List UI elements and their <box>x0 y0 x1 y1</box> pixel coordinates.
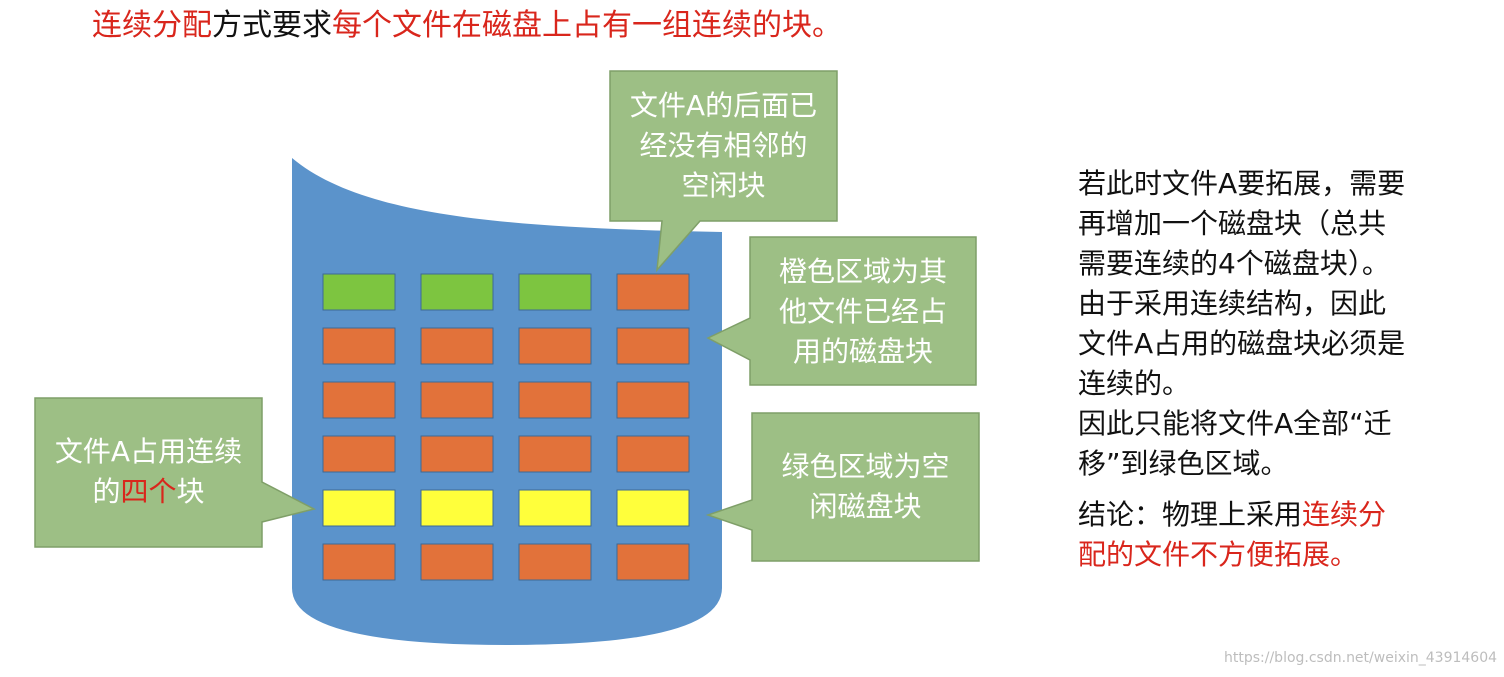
callout-orange-line2: 他文件已经占 <box>778 295 947 328</box>
explanation-line5: 文件A占用的磁盘块必须是 <box>1078 327 1406 360</box>
disk-block-used <box>616 543 690 581</box>
callout-top-text: 文件A的后面已 经没有相邻的 空闲块 <box>610 86 837 206</box>
disk-block-used <box>322 327 396 365</box>
callout-orange-line1: 橙色区域为其 <box>778 255 947 288</box>
callout-top-line2: 经没有相邻的 <box>639 129 808 162</box>
callout-green-text: 绿色区域为空 闲磁盘块 <box>752 447 979 527</box>
disk-block-used <box>420 381 494 419</box>
conclusion-line1: 结论：物理上采用连续分 <box>1078 495 1438 535</box>
callout-top-line1: 文件A的后面已 <box>629 89 818 122</box>
disk-block-used <box>518 327 592 365</box>
conclusion-highlight-1: 连续分 <box>1302 498 1387 531</box>
explanation-line1: 若此时文件A要拓展，需要 <box>1078 167 1406 200</box>
callout-orange-line3: 用的磁盘块 <box>792 335 933 368</box>
disk-block-used <box>322 381 396 419</box>
disk-block-used <box>616 381 690 419</box>
explanation-line7: 因此只能将文件A全部“迁 <box>1078 407 1392 440</box>
disk-block-used <box>518 381 592 419</box>
callout-left-line2: 的四个块 <box>35 472 262 512</box>
explanation-line8: 移”到绿色区域。 <box>1078 447 1289 480</box>
callout-green-line1: 绿色区域为空 <box>781 450 950 483</box>
block-grid <box>322 273 690 581</box>
page-title: 连续分配方式要求每个文件在磁盘上占有一组连续的块。 <box>92 4 842 48</box>
disk-block-used <box>616 435 690 473</box>
disk-block-used <box>616 273 690 311</box>
explanation-line2: 再增加一个磁盘块（总共 <box>1078 207 1387 240</box>
disk-block-used <box>518 543 592 581</box>
explanation-text: 若此时文件A要拓展，需要 再增加一个磁盘块（总共 需要连续的4个磁盘块）。 由于… <box>1078 164 1438 484</box>
callout-left-line2-a: 的 <box>92 475 121 508</box>
callout-left-box <box>34 397 317 548</box>
callout-green-line2: 闲磁盘块 <box>809 490 922 523</box>
conclusion-text: 结论：物理上采用连续分 配的文件不方便拓展。 <box>1078 495 1438 575</box>
callout-top-line3: 空闲块 <box>681 169 766 202</box>
disk-block-used <box>420 327 494 365</box>
disk-block-used <box>616 327 690 365</box>
explanation-line4: 由于采用连续结构，因此 <box>1078 287 1387 320</box>
title-part-blocks: 每个文件在磁盘上占有一组连续的块。 <box>332 8 842 43</box>
disk-block-free <box>322 273 396 311</box>
conclusion-highlight-2: 配的文件不方便拓展。 <box>1078 538 1359 571</box>
disk-block-used <box>322 435 396 473</box>
disk-block-free <box>420 273 494 311</box>
explanation-line3: 需要连续的4个磁盘块）。 <box>1078 247 1390 280</box>
disk-block-used <box>420 543 494 581</box>
callout-orange-text: 橙色区域为其 他文件已经占 用的磁盘块 <box>750 252 976 372</box>
disk-block-file-a <box>420 489 494 527</box>
explanation-line6: 连续的。 <box>1078 367 1191 400</box>
disk-block-used <box>322 543 396 581</box>
callout-left-text: 文件A占用连续 的四个块 <box>35 432 262 512</box>
disk-block-free <box>518 273 592 311</box>
conclusion-prefix: 结论：物理上采用 <box>1078 498 1303 531</box>
callout-top-box <box>609 70 838 273</box>
disk-block-used <box>518 435 592 473</box>
disk-block-file-a <box>518 489 592 527</box>
disk-block-used <box>420 435 494 473</box>
disk-block-file-a <box>616 489 690 527</box>
watermark: https://blog.csdn.net/weixin_43914604 <box>1224 650 1498 666</box>
callout-orange-box <box>706 236 977 386</box>
title-part-contiguous: 连续分配 <box>92 8 212 43</box>
disk-block-file-a <box>322 489 396 527</box>
title-part-requires: 方式要求 <box>212 8 332 43</box>
callout-left-line1: 文件A占用连续 <box>54 435 243 468</box>
disk-cylinder <box>292 158 722 645</box>
callout-left-line2-c: 块 <box>176 475 205 508</box>
callout-green-box <box>705 412 980 562</box>
callout-left-highlight: 四个 <box>120 475 177 508</box>
